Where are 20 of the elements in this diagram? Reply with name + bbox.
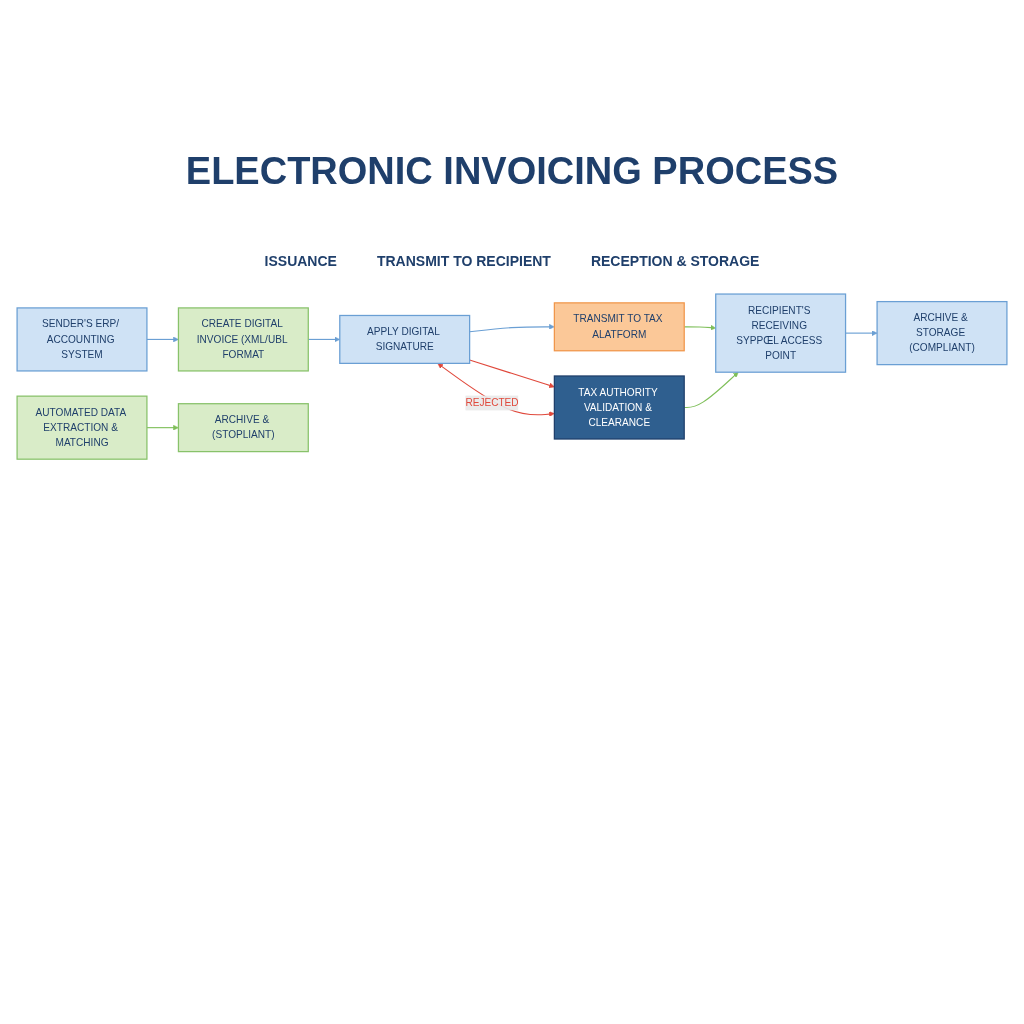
node-box: AUTOMATED DATA EXTRACTION & MATCHING bbox=[16, 395, 148, 460]
node-box: ARCHIVE & (STOPLIANT) bbox=[177, 403, 309, 453]
arrow bbox=[146, 424, 179, 431]
node-box: SENDER'S ERP/ ACCOUNTING SYSTEM bbox=[16, 307, 148, 372]
arrow bbox=[437, 363, 555, 417]
arrow bbox=[469, 359, 555, 389]
edge-label: REJECTED bbox=[465, 397, 519, 409]
node-box: APPLY DIGITAL SIGNATURE bbox=[339, 314, 471, 364]
diagram-title: ELECTRONIC INVOICING PROCESS bbox=[184, 150, 840, 193]
arrow bbox=[469, 324, 555, 333]
arrow bbox=[845, 330, 878, 336]
node-box: ARCHIVE & STORAGE (COMPLIANT) bbox=[876, 301, 1008, 366]
node-box: TRANSMIT TO TAX ALATFORM bbox=[553, 302, 685, 352]
phase-label: RECEPTION & STORAGE bbox=[590, 253, 760, 269]
node-box: CREATE DIGITAL INVOICE (XML/UBL FORMAT bbox=[177, 307, 309, 372]
arrow bbox=[146, 336, 179, 343]
node-box: RECIPIENT'S RECEIVING SYPPŒL ACCESS POINT bbox=[715, 293, 847, 373]
phase-label: ISSUANCE bbox=[264, 253, 337, 269]
phase-label: TRANSMIT TO RECIPIENT bbox=[376, 253, 551, 269]
node-box: TAX AUTHORITY VALIDATION & CLEARANCE bbox=[553, 375, 685, 440]
